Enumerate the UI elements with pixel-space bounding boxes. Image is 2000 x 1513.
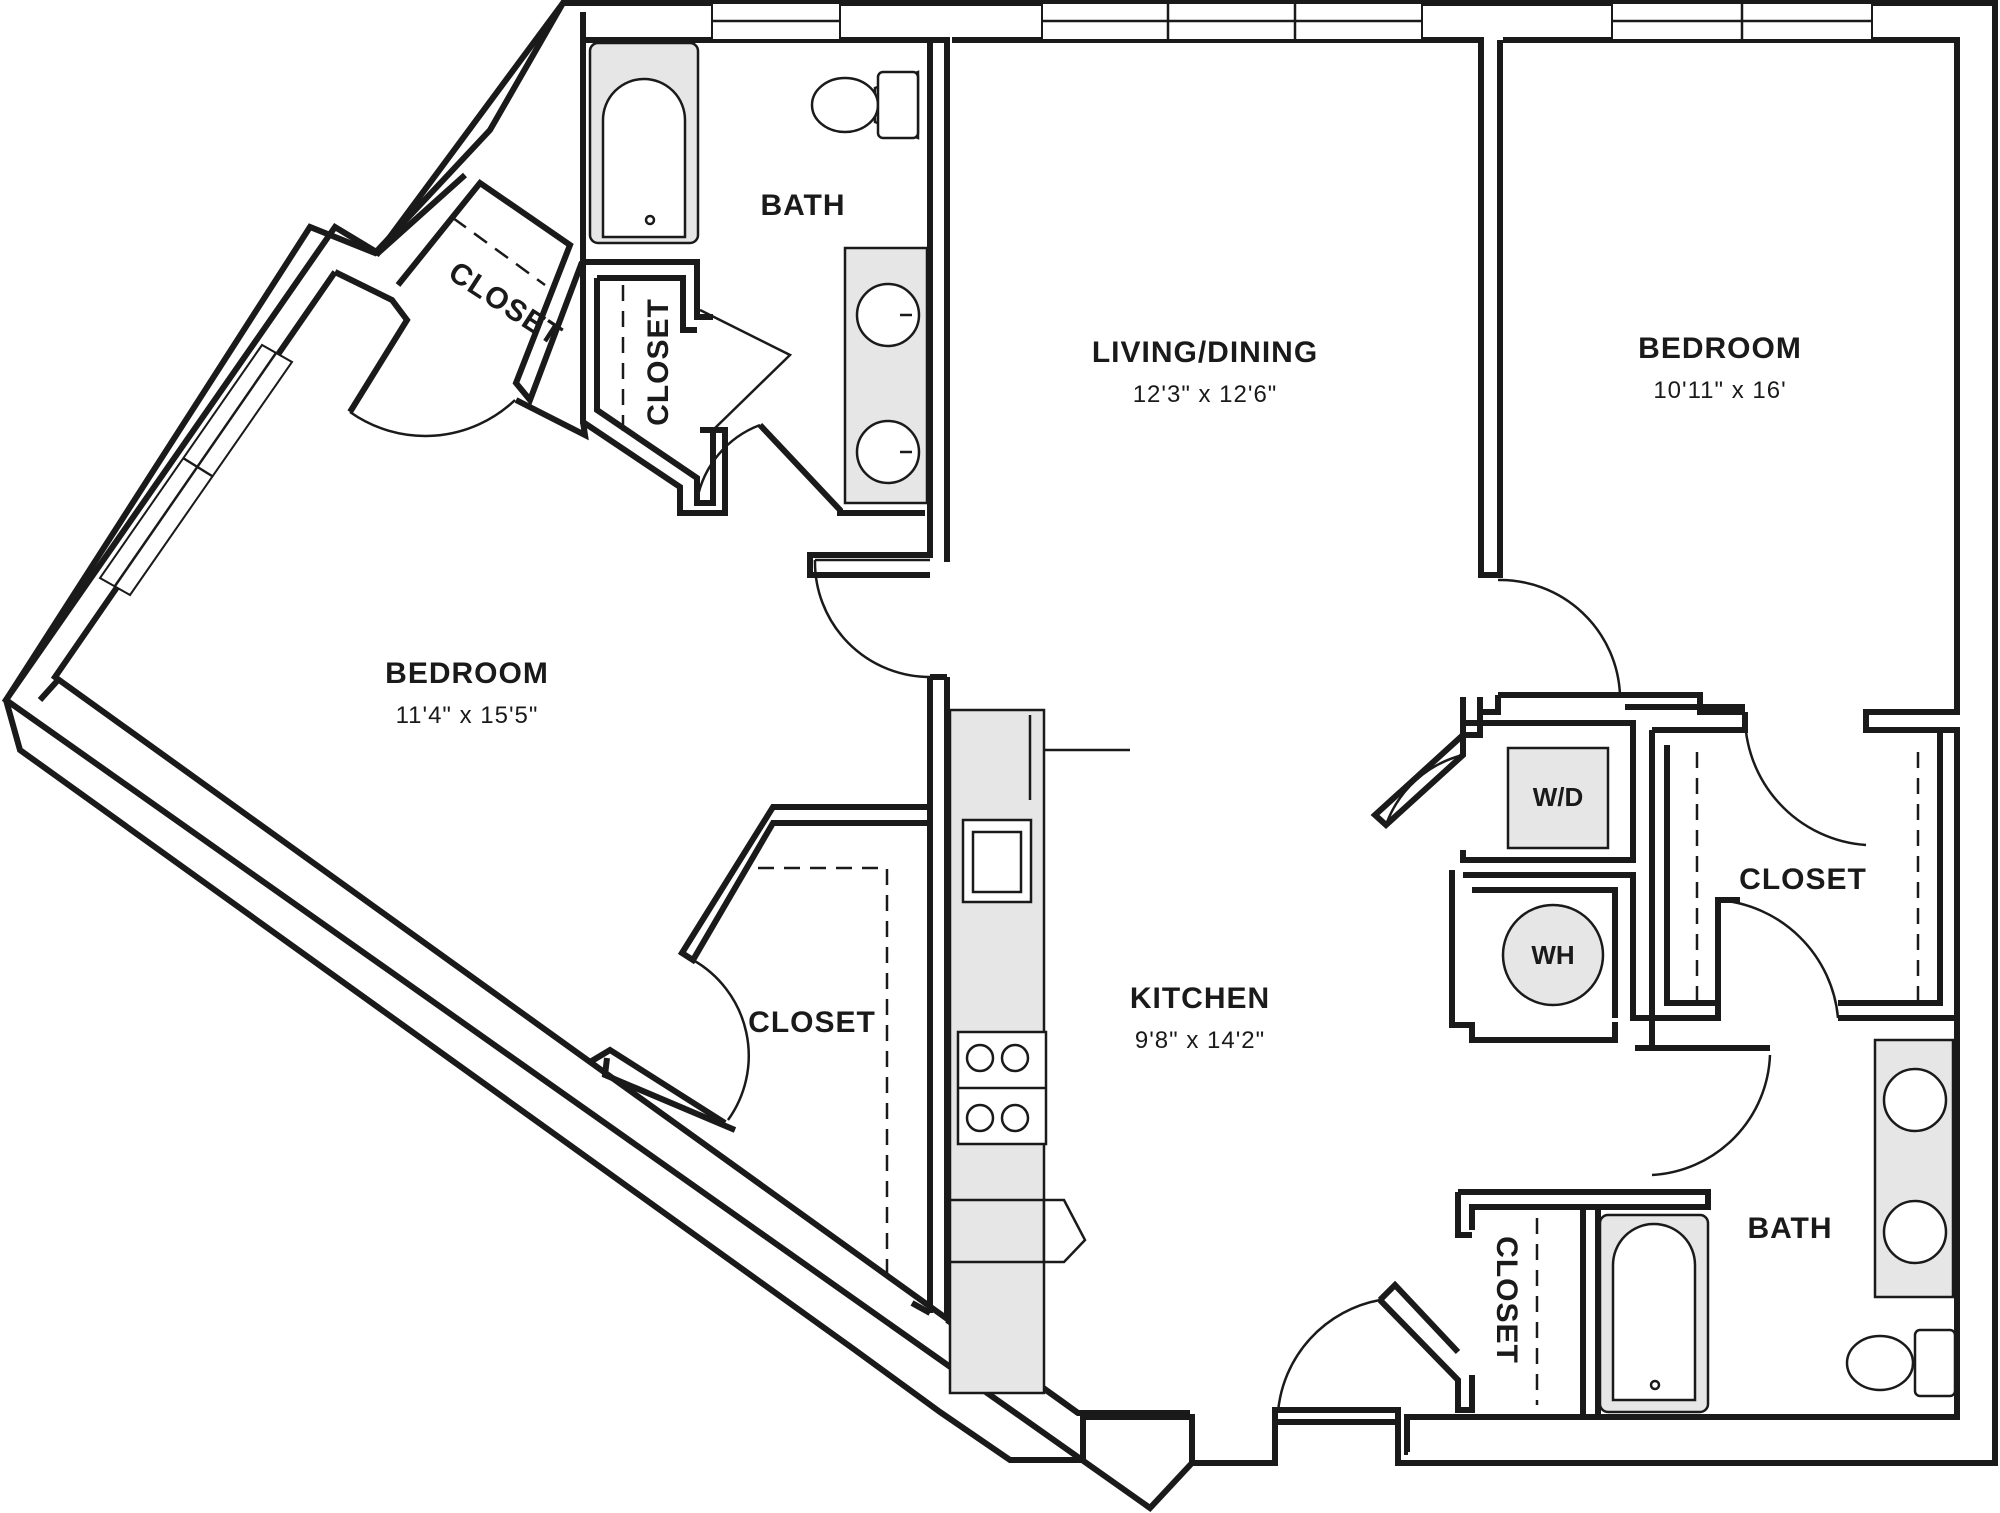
appliance-label-washer-dryer: W/D (1533, 782, 1584, 812)
doors (349, 308, 1867, 1413)
room-dims-kitchen: 9'8" x 14'2" (1135, 1027, 1265, 1054)
room-label-closet-top-vertical: CLOSET (642, 298, 675, 426)
room-label-bedroom-right: BEDROOM (1638, 332, 1802, 365)
top-bath-fixtures (588, 41, 929, 505)
room-dims-bedroom-right: 10'11" x 16' (1653, 377, 1786, 404)
laundry (1501, 746, 1610, 1007)
windows (98, 2, 1873, 597)
closet-rods (452, 216, 1920, 1405)
room-label-closet-left: CLOSET (748, 1006, 876, 1039)
bottom-bath-fixtures (1598, 1038, 1957, 1414)
appliance-label-water-heater: WH (1531, 940, 1574, 970)
room-dims-bedroom-left: 11'4" x 15'5" (396, 702, 539, 729)
room-label-bath-top: BATH (760, 189, 845, 222)
room-label-bedroom-left: BEDROOM (385, 657, 549, 690)
room-label-closet-right: CLOSET (1739, 863, 1867, 896)
kitchen-counter (948, 708, 1087, 1395)
room-label-bath-bottom: BATH (1747, 1212, 1832, 1245)
room-dims-living-dining: 12'3" x 12'6" (1133, 381, 1278, 408)
room-label-closet-bottom: CLOSET (1490, 1236, 1523, 1364)
room-label-kitchen: KITCHEN (1130, 982, 1270, 1015)
room-label-living-dining: LIVING/DINING (1092, 336, 1318, 369)
